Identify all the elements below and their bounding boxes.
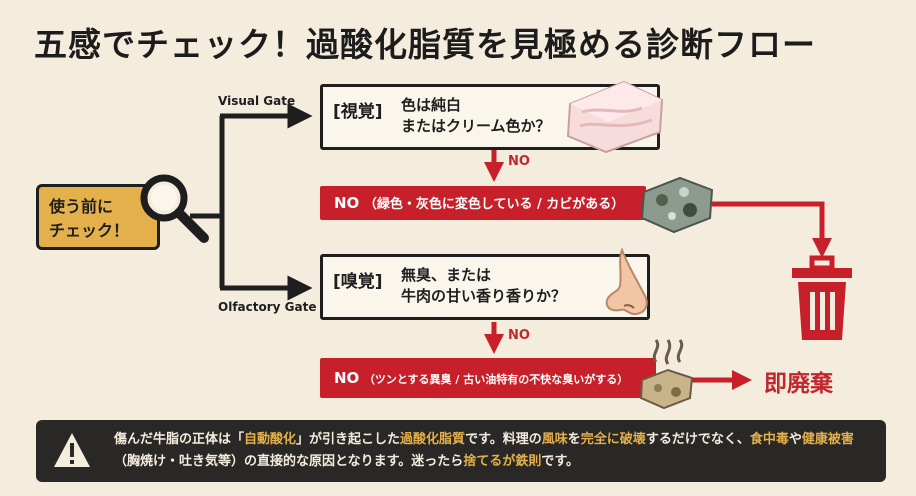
notice-highlight-6: 健康被害	[801, 432, 854, 447]
notice-highlight-1: 自動酸化	[244, 432, 297, 447]
smell-tag: [嗅覚]	[333, 272, 383, 292]
notice-text-7: （胸焼け・吐き気等）の直接的な原因となります。迷ったら	[114, 454, 464, 469]
visual-tag: [視覚]	[333, 102, 383, 122]
start-line-2: チェック！	[49, 221, 130, 240]
start-box: 使う前に チェック！	[36, 184, 160, 250]
magnifier-icon	[140, 174, 209, 243]
visual-question-line-2: またはクリーム色か？	[401, 117, 551, 135]
smell-fail-text: （ツンとする異臭 / 古い油特有の不快な臭いがする）	[363, 373, 629, 386]
visual-no-label: NO	[508, 154, 530, 169]
white-fat-icon	[566, 80, 664, 154]
notice-text-8: です。	[541, 454, 580, 469]
notice-highlight-2: 過酸化脂質	[400, 432, 466, 447]
nose-icon	[605, 247, 648, 316]
discard-result: 即廃棄	[764, 371, 833, 397]
smell-question-line-2: 牛肉の甘い香り香りか？	[401, 287, 567, 305]
notice-highlight-4: 完全に破壊	[580, 432, 646, 447]
smell-question-line-1: 無臭、または	[401, 266, 492, 284]
visual-gate-label: Visual Gate	[218, 94, 296, 108]
smell-question-text: 無臭、または 牛肉の甘い香り香りか？	[401, 265, 566, 307]
warning-text: 傷んだ牛脂の正体は「自動酸化」が引き起こした過酸化脂質です。料理の風味を完全に破…	[114, 429, 874, 473]
smell-no-label: NO	[508, 328, 530, 343]
smelly-fat-icon	[639, 339, 694, 410]
notice-text-2: 」が引き起こした	[296, 432, 401, 447]
notice-highlight-3: 風味	[541, 432, 568, 447]
smell-fail-no: NO	[334, 369, 360, 387]
visual-question-line-1: 色は純白	[401, 96, 462, 114]
notice-text-4: を	[567, 432, 581, 447]
notice-text-3: です。料理の	[465, 432, 542, 447]
notice-text-5: するだけでなく、	[645, 432, 750, 447]
notice-highlight-5: 食中毒	[749, 432, 789, 447]
smell-fail-bar: NO （ツンとする異臭 / 古い油特有の不快な臭いがする）	[320, 358, 656, 398]
warning-notice: 傷んだ牛脂の正体は「自動酸化」が引き起こした過酸化脂質です。料理の風味を完全に破…	[36, 420, 886, 482]
notice-text-1: 傷んだ牛脂の正体は「	[114, 432, 245, 447]
smell-question-box: [嗅覚] 無臭、または 牛肉の甘い香り香りか？	[320, 254, 650, 320]
visual-fail-text: （緑色・灰色に変色している / カビがある）	[363, 197, 625, 212]
olfactory-gate-label: Olfactory Gate	[218, 300, 317, 314]
warning-icon	[54, 433, 90, 467]
start-line-1: 使う前に	[49, 197, 114, 216]
page-title: 五感でチェック！過酸化脂質を見極める診断フロー	[34, 25, 816, 64]
to-trash-arrow-upper	[712, 201, 832, 258]
visual-fail-no: NO	[334, 194, 360, 212]
moldy-fat-icon	[640, 176, 714, 234]
visual-question-text: 色は純白 またはクリーム色か？	[401, 95, 551, 137]
notice-highlight-7: 捨てるが鉄則	[463, 454, 542, 469]
visual-fail-bar: NO （緑色・灰色に変色している / カビがある）	[320, 186, 646, 220]
notice-text-6: や	[788, 432, 802, 447]
trash-icon	[792, 255, 852, 340]
